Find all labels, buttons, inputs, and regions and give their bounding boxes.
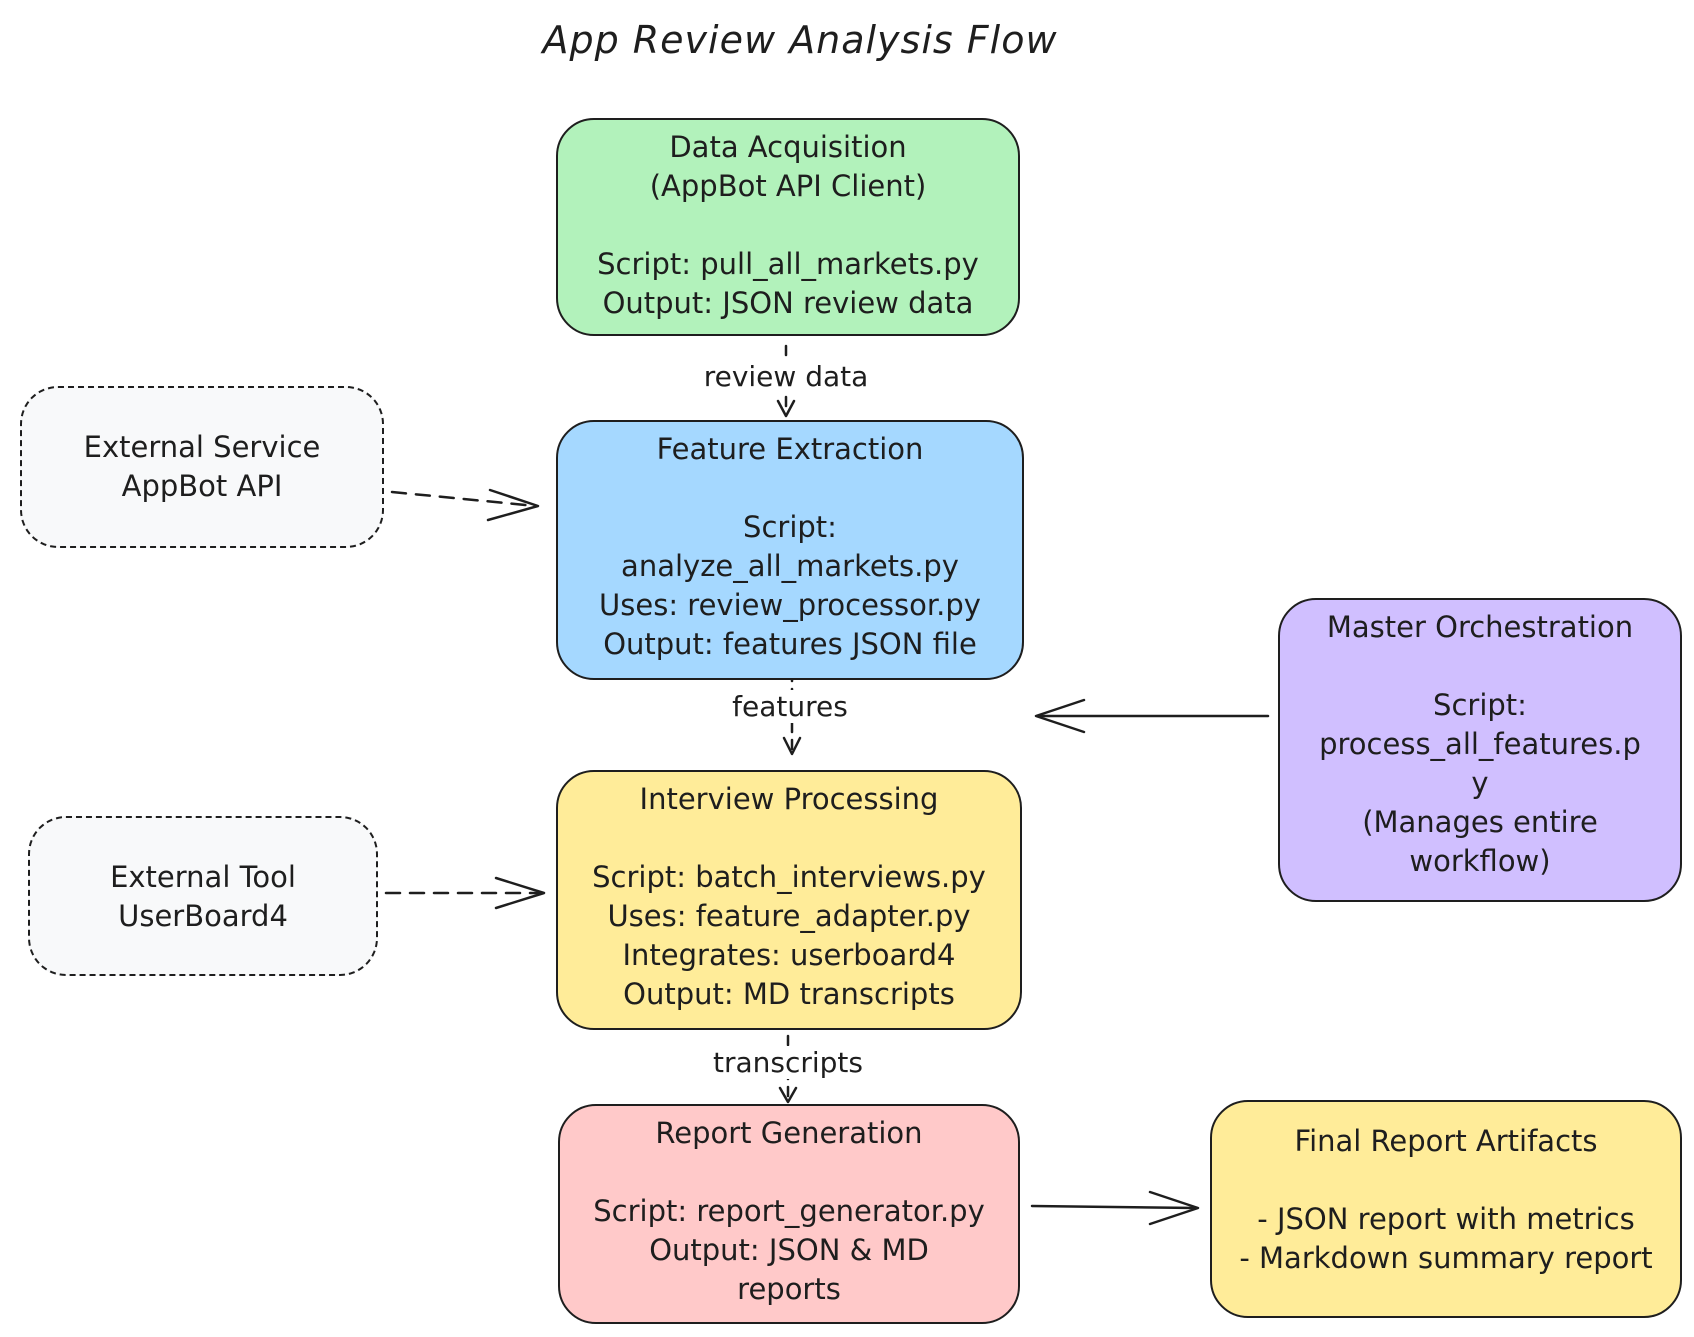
arrowhead-extraction-to-interview <box>782 736 802 756</box>
node-detail: analyze_all_markets.py <box>621 549 959 583</box>
node-detail: reports <box>737 1272 841 1306</box>
node-heading: Final Report Artifacts <box>1294 1124 1598 1158</box>
node-detail: Output: features JSON file <box>603 627 977 661</box>
node-detail: - JSON report with metrics <box>1257 1202 1635 1236</box>
node-detail: Uses: feature_adapter.py <box>607 899 971 933</box>
arrowhead-orchestration <box>1034 698 1086 734</box>
node-detail: Integrates: userboard4 <box>622 938 956 972</box>
node-detail: Script: report_generator.py <box>593 1194 985 1228</box>
arrowhead-acquisition-to-extraction <box>776 399 796 418</box>
arrow-external-service <box>390 490 538 508</box>
edge-label-transcripts: transcripts <box>706 1046 870 1079</box>
node-detail: Uses: review_processor.py <box>599 588 981 622</box>
node-detail: UserBoard4 <box>118 899 288 933</box>
node-heading: Feature Extraction <box>656 432 924 466</box>
node-detail: Script: batch_interviews.py <box>592 860 986 894</box>
node-detail: y <box>1471 766 1489 800</box>
edge-label-features: features <box>726 690 854 723</box>
node-heading: Interview Processing <box>639 782 939 816</box>
node-detail: process_all_features.p <box>1319 727 1641 761</box>
node-detail: Script: <box>743 510 837 544</box>
node-detail: - Markdown summary report <box>1239 1241 1653 1275</box>
node-external-service[interactable]: External Service AppBot API <box>20 386 384 548</box>
node-interview-processing[interactable]: Interview Processing Script: batch_inter… <box>556 770 1022 1030</box>
node-detail: Output: JSON & MD <box>649 1233 929 1267</box>
node-data-acquisition[interactable]: Data Acquisition (AppBot API Client) Scr… <box>556 118 1020 336</box>
arrowhead-external-tool <box>494 876 546 910</box>
node-report-generation[interactable]: Report Generation Script: report_generat… <box>558 1104 1020 1324</box>
node-heading: External Tool <box>110 860 296 894</box>
node-detail: Output: MD transcripts <box>623 977 955 1011</box>
node-final-report-artifacts[interactable]: Final Report Artifacts - JSON report wit… <box>1210 1100 1682 1318</box>
node-heading: Master Orchestration <box>1326 610 1634 644</box>
node-subheading: (AppBot API Client) <box>649 169 927 203</box>
node-detail: Script: pull_all_markets.py <box>597 247 979 281</box>
node-detail: workflow) <box>1409 844 1551 878</box>
node-detail: Output: JSON review data <box>602 286 974 320</box>
node-heading: Report Generation <box>655 1116 923 1150</box>
node-external-tool[interactable]: External Tool UserBoard4 <box>28 816 378 976</box>
node-feature-extraction[interactable]: Feature Extraction Script: analyze_all_m… <box>556 420 1024 680</box>
arrowhead-external-service <box>486 488 540 522</box>
node-detail: Script: <box>1433 688 1527 722</box>
node-heading: Data Acquisition <box>669 130 907 164</box>
node-master-orchestration[interactable]: Master Orchestration Script: process_all… <box>1278 598 1682 902</box>
arrowhead-interview-to-report <box>778 1086 798 1104</box>
arrow-report-to-artifacts <box>1030 1204 1198 1210</box>
node-detail: (Manages entire <box>1362 805 1598 839</box>
arrowhead-report-to-artifacts <box>1148 1190 1200 1226</box>
node-detail: AppBot API <box>121 469 283 503</box>
edge-label-review-data: review data <box>697 360 875 393</box>
diagram-title: App Review Analysis Flow <box>542 18 1058 62</box>
node-heading: External Service <box>83 430 321 464</box>
